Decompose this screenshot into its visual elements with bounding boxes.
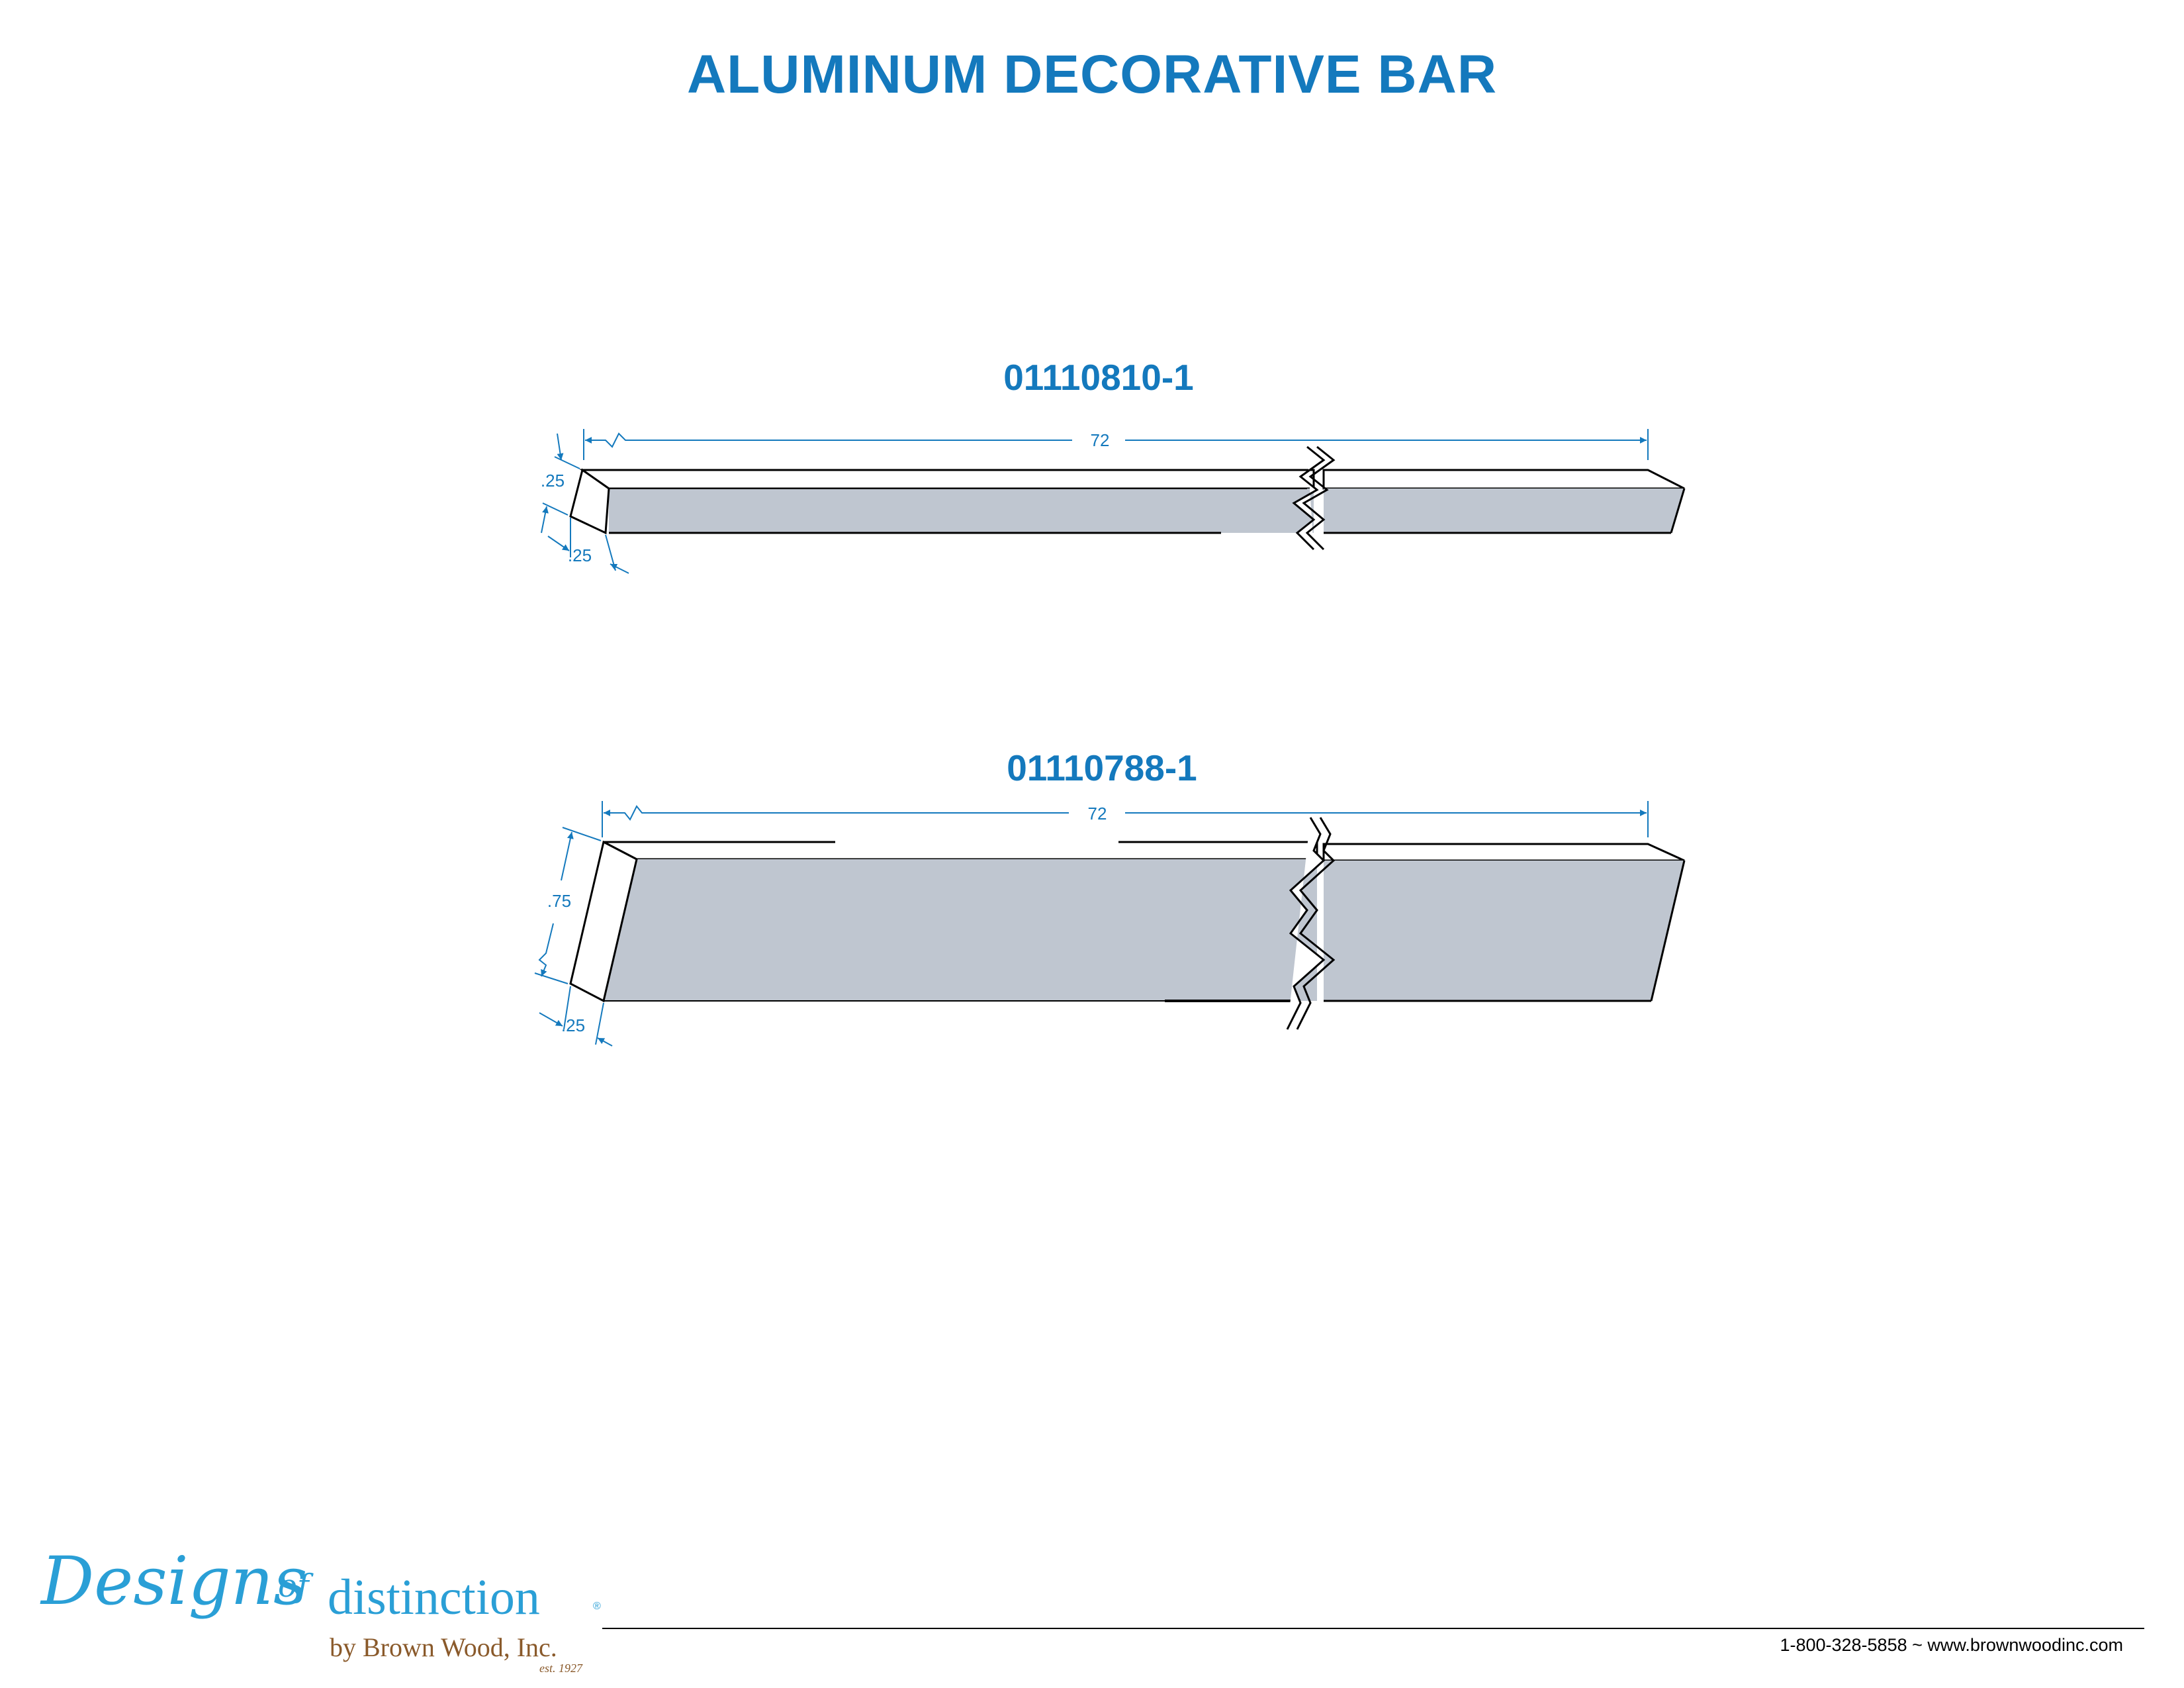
page-title: ALUMINUM DECORATIVE BAR <box>686 44 1498 105</box>
footer-rule <box>602 1628 2144 1629</box>
bar1-top-face-right <box>1322 469 1685 490</box>
logo-of-text: of <box>278 1568 309 1605</box>
bar-drawing-1: 72 .25 .25 <box>541 429 1686 574</box>
bar1-height-value: .25 <box>541 471 565 491</box>
bar2-top-face <box>603 841 1318 861</box>
bar2-break-line-a <box>1286 817 1326 1030</box>
bar1-height-arrow-bottom <box>541 506 549 534</box>
logo-designs-text: Designs <box>41 1542 308 1620</box>
bar2-top-face-right <box>1322 843 1685 862</box>
bar2-width-value: .25 <box>561 1015 585 1035</box>
bar1-break-line-a <box>1292 445 1326 551</box>
bar2-length-dim-line-left <box>604 805 1069 821</box>
bar1-width-arrow-left <box>547 536 570 551</box>
logo-registered-mark: ® <box>593 1601 601 1612</box>
bar2-width-arrow-right <box>597 1037 613 1047</box>
bar1-length-dim-line-left <box>585 432 1072 448</box>
bar1-break-line-b <box>1302 445 1336 551</box>
bar1-right-edge <box>1670 488 1686 534</box>
bar2-height-ext-bottom <box>534 972 569 984</box>
bar2-width-arrow-left <box>539 1012 563 1027</box>
bar2-front-face <box>604 859 1317 1001</box>
bar2-height-ext-top <box>562 827 602 841</box>
bar2-width-ext-right <box>595 1002 604 1045</box>
bar2-right-edge <box>1650 860 1686 1002</box>
bar1-height-arrow-top <box>557 433 564 461</box>
part-number-label-1: 01110810-1 <box>1003 357 1194 398</box>
bar2-width-ext-left <box>563 986 571 1030</box>
bar2-height-arrow-top <box>561 831 574 881</box>
part-number-label-2: 01110788-1 <box>1007 747 1197 788</box>
bar2-front-face-right <box>1324 861 1684 1001</box>
bar-drawing-2: 72 .75 .25 <box>534 801 1686 1047</box>
bar2-end-face <box>569 840 638 1003</box>
logo-est-text: est. 1927 <box>539 1662 582 1675</box>
bar1-front-face-right <box>1324 489 1684 533</box>
bar1-top-face <box>579 469 1315 490</box>
bar1-width-arrow-right <box>610 563 629 574</box>
bar2-height-arrow-bottom <box>538 923 554 977</box>
logo-by-brown-wood-text: by Brown Wood, Inc. <box>330 1632 557 1662</box>
bar1-length-value: 72 <box>1091 430 1110 450</box>
bar1-front-face <box>609 489 1314 533</box>
bar1-height-ext-bottom <box>542 502 569 516</box>
bar1-end-face <box>569 468 610 535</box>
logo-distinction-text: distinction <box>328 1570 540 1625</box>
bar2-break-line-b <box>1296 817 1336 1030</box>
bar2-length-value: 72 <box>1088 804 1107 823</box>
bar2-height-value: .75 <box>547 891 571 911</box>
bar1-height-ext-top <box>554 456 580 469</box>
footer-contact: 1-800-328-5858 ~ www.brownwoodinc.com <box>1780 1635 2123 1655</box>
bar1-width-value: .25 <box>568 545 592 565</box>
